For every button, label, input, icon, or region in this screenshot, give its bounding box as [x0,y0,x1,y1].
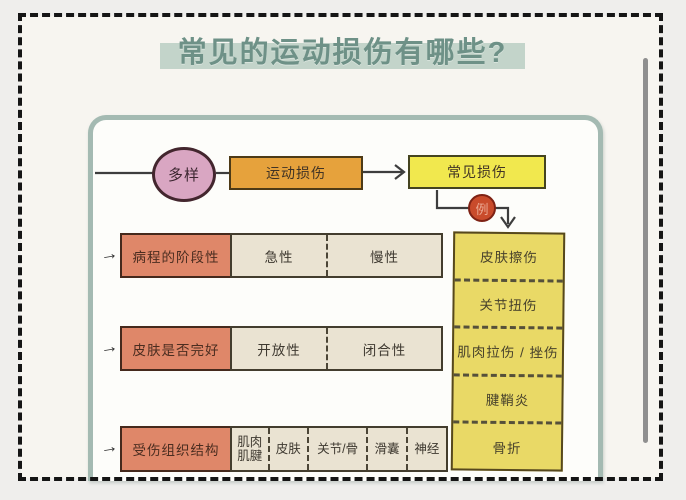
classification-row-tissue: → 受伤组织结构 肌肉肌腱 皮肤 关节/骨 滑囊 神经 [0,426,686,472]
row-arrow-icon: → [98,241,120,265]
row-cell: 肌肉肌腱 [237,434,263,463]
flow-box-sport-injury: 运动损伤 [229,156,363,190]
example-item: 腱鞘炎 [453,373,562,422]
title-highlight [160,43,525,69]
row-cells: 开放性 闭合性 [230,326,443,371]
row-cell: 关节/骨 [306,428,366,470]
page-title: 常见的运动损伤有哪些? [177,37,508,69]
row-arrow-icon: → [98,334,120,358]
row-cells: 急性 慢性 [230,233,443,278]
row-arrow-icon: → [98,435,120,459]
row-cell: 闭合性 [326,328,441,369]
example-item: 关节扭伤 [454,278,563,327]
row-cells: 肌肉肌腱 皮肤 关节/骨 滑囊 神经 [230,426,448,472]
row-label: 皮肤是否完好 [120,326,232,371]
row-cell: 慢性 [326,235,441,276]
row-label: 病程的阶段性 [120,233,232,278]
row-cell: 神经 [405,428,446,470]
row-cell: 滑囊 [366,428,405,470]
flow-box-common-injury: 常见损伤 [408,155,546,189]
scrollbar[interactable] [643,58,648,443]
flow-oval-trait: 多样 [152,147,216,202]
example-badge: 例 [468,194,496,222]
row-cell: 急性 [264,249,294,265]
row-cell: 皮肤 [267,428,307,470]
flow-arrow-icon [394,164,406,180]
down-arrow-icon [500,216,516,229]
row-label: 受伤组织结构 [120,426,232,472]
classification-row-stage: → 病程的阶段性 急性 慢性 [0,233,686,278]
classification-row-skin: → 皮肤是否完好 开放性 闭合性 [0,326,686,371]
row-cell: 开放性 [257,342,301,358]
